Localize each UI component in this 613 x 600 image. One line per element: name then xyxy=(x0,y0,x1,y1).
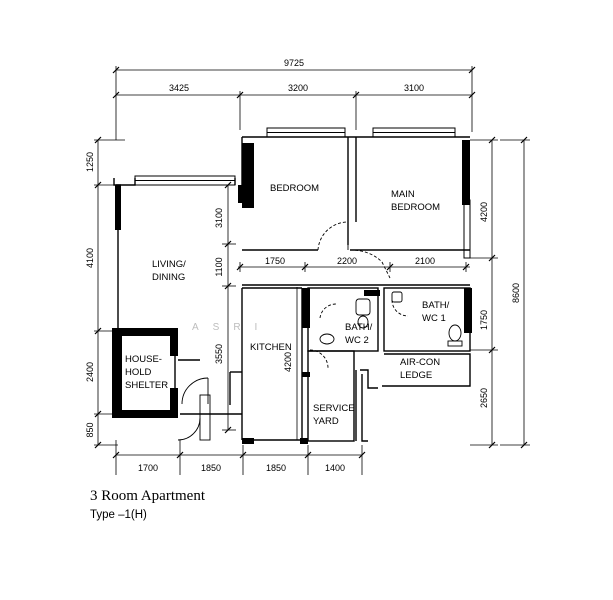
dim-top-2: 3200 xyxy=(288,83,308,93)
dimension-labels: 9725 3425 3200 3100 1750 2200 2100 1700 … xyxy=(85,58,521,473)
dim-left-2: 4100 xyxy=(85,248,95,268)
dim-overall-height: 8600 xyxy=(511,283,521,303)
dim-mid-1: 1750 xyxy=(265,256,285,266)
dim-right-2: 1750 xyxy=(479,310,489,330)
room-label-bath1-1: BATH/ xyxy=(422,300,450,311)
room-label-service-1: SERVICE xyxy=(313,403,355,414)
dim-inner-2: 1100 xyxy=(214,257,224,276)
room-label-bath2-1: BATH/ xyxy=(345,322,373,333)
windows xyxy=(134,127,471,259)
dim-top-3: 3100 xyxy=(404,83,424,93)
dim-bottom-4: 1400 xyxy=(325,463,345,473)
dimension-ticks xyxy=(94,66,528,459)
plan-caption: 3 Room Apartment Type –1(H) xyxy=(90,488,205,521)
room-label-shelter-3: SHELTER xyxy=(125,380,168,391)
room-label-aircon-2: LEDGE xyxy=(400,370,432,381)
dimension-lines xyxy=(94,66,530,475)
room-label-bedroom: BEDROOM xyxy=(270,183,319,194)
walls-thick xyxy=(112,140,472,444)
dim-mid-2: 2200 xyxy=(337,256,357,266)
room-label-main-bedroom-2: BEDROOM xyxy=(391,202,440,213)
dim-top-1: 3425 xyxy=(169,83,189,93)
fixtures xyxy=(319,291,463,347)
caption-subtitle: Type –1(H) xyxy=(90,509,147,521)
dim-inner-4: 4200 xyxy=(283,352,293,372)
dim-right-1: 4200 xyxy=(479,202,489,222)
watermark: ASRI xyxy=(192,322,271,333)
room-labels: BEDROOM MAIN BEDROOM LIVING/ DINING HOUS… xyxy=(125,183,450,427)
dim-inner-1: 3100 xyxy=(214,208,224,228)
room-label-bath2-2: WC 2 xyxy=(345,335,369,346)
room-label-shelter-1: HOUSE- xyxy=(125,354,162,365)
dim-left-4: 850 xyxy=(85,422,95,437)
room-label-bath1-2: WC 1 xyxy=(422,313,446,324)
dim-mid-3: 2100 xyxy=(415,256,435,266)
dim-bottom-1: 1700 xyxy=(138,463,158,473)
dim-inner-3: 3550 xyxy=(214,344,224,364)
dim-bottom-2: 1850 xyxy=(201,463,221,473)
room-label-kitchen: KITCHEN xyxy=(250,342,292,353)
dim-overall-width: 9725 xyxy=(284,58,304,68)
room-label-service-2: YARD xyxy=(313,416,339,427)
room-label-living-1: LIVING/ xyxy=(152,259,186,270)
room-label-aircon-1: AIR-CON xyxy=(400,357,440,368)
room-label-living-2: DINING xyxy=(152,272,185,283)
dim-left-1: 1250 xyxy=(85,152,95,172)
dim-bottom-3: 1850 xyxy=(266,463,286,473)
dim-right-3: 2650 xyxy=(479,388,489,408)
room-label-shelter-2: HOLD xyxy=(125,367,152,378)
dim-left-3: 2400 xyxy=(85,362,95,382)
doors xyxy=(177,221,409,441)
caption-title: 3 Room Apartment xyxy=(90,488,205,504)
room-label-main-bedroom-1: MAIN xyxy=(391,189,415,200)
